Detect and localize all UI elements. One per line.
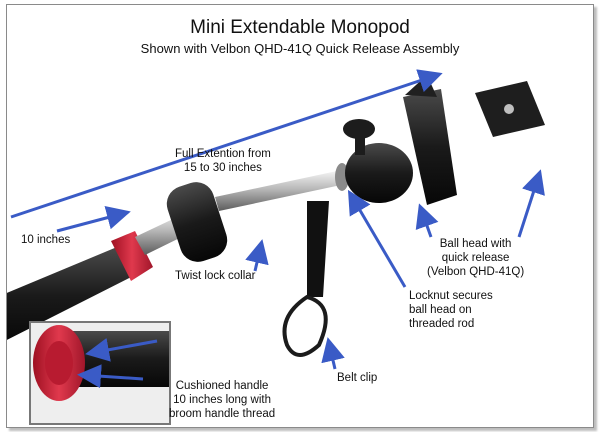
quick-release-clamp bbox=[403, 89, 457, 205]
label-cushioned-handle-line2: 10 inches long with bbox=[173, 394, 271, 406]
handle-inset-photo bbox=[29, 321, 171, 425]
label-locknut-line1: Locknut secures bbox=[409, 290, 493, 302]
arrow-ten-inches bbox=[56, 206, 131, 233]
handle-tube bbox=[7, 247, 139, 340]
page-title: Mini Extendable Monopod bbox=[190, 17, 410, 38]
label-ten-inches: 10 inches bbox=[21, 234, 71, 246]
red-cap bbox=[111, 231, 153, 281]
clamp-lever bbox=[405, 75, 437, 97]
label-cushioned-handle-line3: broom handle thread bbox=[169, 408, 276, 420]
label-full-extension-line1: Full Extention from bbox=[175, 148, 271, 160]
label-full-extension: Full Extention from 15 to 30 inches bbox=[175, 147, 271, 175]
ball-head-stem bbox=[355, 127, 365, 155]
belt-strap bbox=[307, 201, 329, 297]
label-belt-clip: Belt clip bbox=[337, 372, 378, 384]
label-cushioned-handle: Cushioned handle 10 inches long with bro… bbox=[169, 379, 275, 421]
arrow-belt-clip bbox=[321, 337, 345, 370]
label-ball-head-line2: quick release bbox=[441, 252, 510, 264]
arrow-ball-head bbox=[415, 203, 439, 238]
arrow-locknut bbox=[347, 189, 407, 288]
label-twist-lock-collar: Twist lock collar bbox=[175, 270, 256, 282]
label-full-extension-line2: 15 to 30 inches bbox=[183, 162, 262, 174]
arrow-twist-lock bbox=[245, 239, 269, 272]
label-locknut: Locknut secures ball head on threaded ro… bbox=[409, 289, 493, 331]
plate-screw bbox=[504, 104, 514, 114]
label-ball-head-line3: (Velbon QHD-41Q) bbox=[427, 266, 525, 278]
twist-lock-collar-shape bbox=[166, 182, 228, 262]
label-cushioned-handle-line1: Cushioned handle bbox=[175, 380, 269, 392]
product-photo: Mini Extendable Monopod Shown with Velbo… bbox=[6, 4, 594, 428]
monopod-illustration bbox=[7, 69, 545, 370]
label-locknut-line2: ball head on bbox=[409, 304, 472, 316]
carabiner bbox=[282, 294, 328, 357]
arrow-plate bbox=[517, 169, 545, 238]
page-subtitle: Shown with Velbon QHD-41Q Quick Release … bbox=[140, 41, 460, 56]
ball-head-body bbox=[345, 143, 413, 203]
upper-rod bbox=[215, 171, 341, 211]
handle-closeup bbox=[31, 323, 169, 423]
label-ball-head: Ball head with quick release (Velbon QHD… bbox=[427, 237, 524, 279]
label-ball-head-line1: Ball head with bbox=[439, 238, 512, 250]
arrow-full-extension bbox=[10, 69, 443, 219]
label-locknut-line3: threaded rod bbox=[409, 318, 475, 330]
